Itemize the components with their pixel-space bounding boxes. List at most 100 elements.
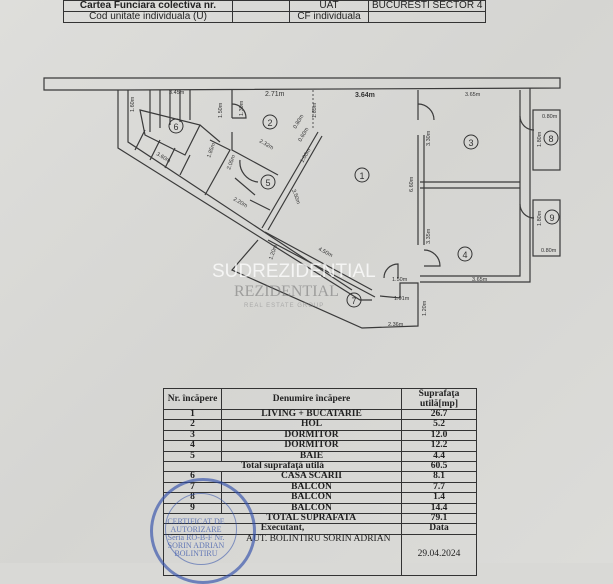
dim: 3.35m — [426, 228, 432, 244]
dim: 3.65m — [472, 277, 488, 283]
dim: 1.50m — [392, 277, 408, 283]
inner-right-wall — [420, 90, 521, 277]
right-wall — [420, 88, 531, 283]
dim: 3.45m — [169, 90, 185, 96]
cell-nr: 4 — [163, 440, 222, 452]
room-label-8: 8 — [548, 134, 553, 144]
dim: 1.80m — [537, 131, 543, 147]
dim: 1.60m — [130, 96, 136, 112]
cell-area: 12.2 — [401, 440, 477, 452]
staircase — [134, 90, 221, 176]
room-label-1: 1 — [359, 171, 364, 181]
col-header-name: Denumire încăpere — [221, 388, 402, 410]
cell-nr: 5 — [163, 450, 222, 463]
balcony-8-outline — [532, 109, 561, 171]
cf-individual-value — [367, 11, 487, 23]
watermark-subtitle: REAL ESTATE GROUP — [244, 303, 325, 309]
door-arc — [231, 103, 247, 119]
cell-name: DORMITOR — [221, 429, 402, 442]
total-area: 79.1 — [401, 513, 477, 525]
cell-area: 14.4 — [401, 502, 477, 515]
bath-partitions — [204, 139, 271, 211]
room-label-2: 2 — [267, 118, 272, 128]
cell-name: CASA SCARII — [221, 471, 402, 483]
document-date: 29.04.2024 — [401, 533, 477, 576]
door-arc — [519, 203, 535, 219]
dim: 3.50m — [290, 189, 301, 206]
subtotal-area: 60.5 — [401, 461, 477, 473]
dim: 3.30m — [426, 130, 432, 146]
dim: 1.80m — [537, 210, 543, 226]
subtotal-label: Total suprafaţă utilă — [163, 461, 402, 473]
watermark-text: SUDREZIDENTIAL — [212, 261, 376, 282]
door-arc — [423, 249, 441, 267]
top-wall — [43, 77, 561, 91]
dim: 1.20m — [268, 244, 279, 261]
dimension-labels: 2.71m 3.64m 3.65m 3.45m 1.60m 1.50m 1.30… — [130, 90, 558, 328]
dim: 4.50m — [317, 246, 334, 259]
dim: 2.05m — [226, 154, 237, 171]
door-arc — [239, 159, 259, 183]
room-label-9: 9 — [549, 213, 554, 223]
stamp-text: CERTIFICAT DE AUTORIZARE Seria RO-B-F Nr… — [167, 517, 225, 558]
floor-plan: 1 2 3 4 5 6 7 8 9 2.71m 3.64m 3.65m 3.45… — [43, 77, 561, 329]
balcony-7-rail — [264, 231, 376, 298]
cell-area: 7.7 — [401, 481, 477, 494]
cell-name: BALCON — [221, 481, 402, 494]
date-label: Data — [401, 523, 477, 535]
room-label-3: 3 — [468, 138, 473, 148]
cell-nr: 1 — [163, 408, 222, 421]
cell-area: 1.4 — [401, 492, 477, 504]
dim: 0.80m — [541, 248, 557, 254]
dim: 2.20m — [232, 197, 249, 210]
dim: 3.64m — [355, 92, 375, 99]
outer-diagonal-wall — [117, 90, 372, 301]
cell-name: BALCON — [221, 492, 402, 504]
door-arc — [383, 263, 399, 279]
cell-area: 26.7 — [401, 408, 477, 421]
col-header-area: Suprafaţa utilă[mp] — [401, 388, 477, 410]
hallway-partitions — [231, 90, 323, 231]
door-arc — [519, 115, 535, 131]
cell-area: 5.2 — [401, 419, 477, 431]
cell-nr: 2 — [163, 419, 222, 431]
balcony-9-outline — [532, 199, 561, 257]
col-header-nr: Nr. încăpere — [163, 388, 222, 410]
cell-name: LIVING + BUCATARIE — [221, 408, 402, 421]
dim: 1.65m — [312, 102, 318, 118]
room-label-7: 7 — [351, 296, 356, 306]
dim: 2.36m — [388, 322, 404, 328]
watermark-logo: REZIDENTIAL — [234, 283, 339, 300]
cell-area: 4.4 — [401, 450, 477, 463]
cell-name: DORMITOR — [221, 440, 402, 452]
cadastral-header-table: Cartea Funciara colectiva nr. UAT BUCURE… — [63, 0, 487, 23]
inner-diagonal-wall — [127, 90, 353, 291]
dim: 0.80m — [542, 114, 558, 120]
dim: 3.65m — [465, 92, 481, 98]
dim: 1.50m — [218, 102, 224, 118]
bedroom-partitions — [417, 90, 520, 245]
cell-name: HOL — [221, 419, 402, 431]
dim: 3.60m — [155, 152, 172, 165]
dim: 2.71m — [265, 91, 285, 98]
room-label-4: 4 — [462, 250, 467, 260]
cell-area: 8.1 — [401, 471, 477, 483]
balcony-7-outline — [231, 239, 419, 329]
cell-nr: 3 — [163, 429, 222, 442]
dim: 1.91m — [394, 296, 410, 302]
dim: 2.32m — [258, 139, 275, 152]
dim: 1.85m — [206, 142, 217, 159]
dim: 6.60m — [409, 176, 415, 192]
dim: 1.20m — [422, 300, 428, 316]
authorization-stamp: CERTIFICAT DE AUTORIZARE Seria RO-B-F Nr… — [150, 478, 256, 584]
dim: 0.60m — [298, 126, 311, 143]
cell-name: BAIE — [221, 450, 402, 463]
dim: 1.30m — [239, 100, 245, 116]
cell-area: 12.0 — [401, 429, 477, 442]
